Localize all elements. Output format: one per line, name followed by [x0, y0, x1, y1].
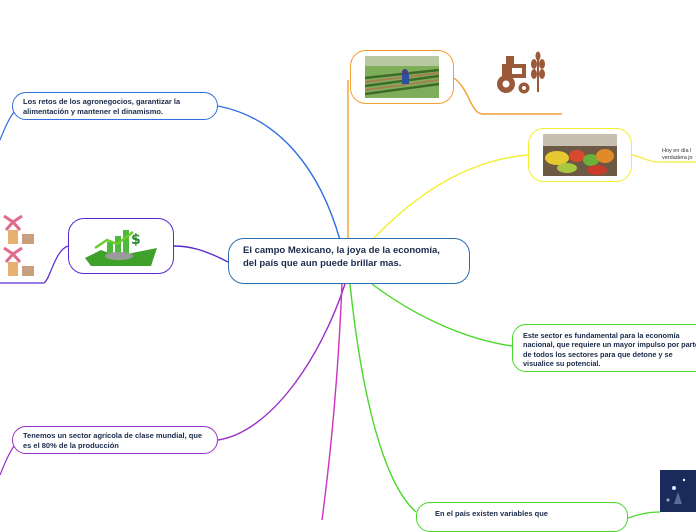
farm-field-photo [365, 56, 439, 98]
node-sector-agricola[interactable]: Tenemos un sector agrícola de clase mund… [12, 426, 218, 454]
underline-retos [0, 111, 15, 141]
connector-money [173, 245, 229, 263]
node-retos[interactable]: Los retos de los agronegocios, garantiza… [12, 92, 218, 120]
windmill-icon [0, 212, 44, 278]
connector-windmill [43, 245, 69, 284]
node-variables[interactable]: En el país existen variables que [416, 502, 628, 532]
central-topic[interactable]: El campo Mexicano, la joya de la economí… [228, 238, 470, 284]
node-hoy-text: Hoy en día l verdadera jo [662, 148, 693, 162]
node-produce-photo[interactable] [528, 128, 632, 182]
node-retos-text: Los retos de los agronegocios, garantiza… [23, 97, 181, 116]
connector-night [627, 511, 661, 519]
night-scene-photo [660, 470, 696, 512]
produce-market-photo [543, 134, 617, 176]
node-farm-photo[interactable] [350, 50, 454, 104]
connector-fundamental [371, 283, 513, 347]
mindmap-connectors [0, 77, 696, 520]
node-fundamental[interactable]: Este sector es fundamental para la econo… [512, 324, 696, 372]
node-money-icon[interactable]: $ [68, 218, 174, 274]
central-topic-text: El campo Mexicano, la joya de la economí… [243, 245, 440, 269]
connector-produce [371, 154, 529, 241]
connector-retos [217, 105, 341, 241]
connector-bottom [321, 283, 343, 520]
node-sector-agricola-text: Tenemos un sector agrícola de clase mund… [23, 431, 203, 450]
connector-variables [349, 283, 417, 513]
tractor-wheat-icon [492, 48, 548, 98]
node-variables-text: En el país existen variables que [435, 509, 548, 518]
underline-sector [0, 445, 15, 476]
node-fundamental-text: Este sector es fundamental para la econo… [523, 331, 696, 369]
connector-tractor [453, 77, 562, 115]
money-growth-icon: $ [85, 230, 157, 266]
connector-hoy [631, 154, 696, 163]
svg-text:$: $ [131, 232, 141, 248]
connector-sector [217, 283, 346, 441]
